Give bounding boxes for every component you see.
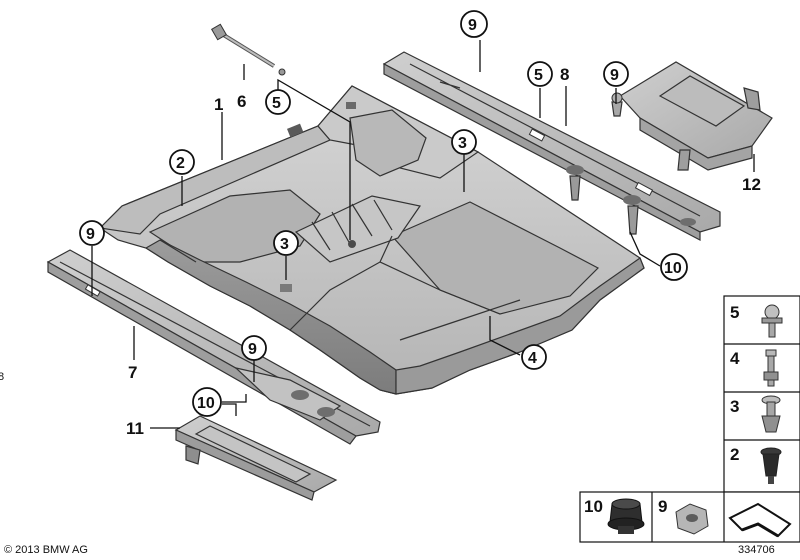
label-10-circled-a: 10 xyxy=(664,260,682,277)
floor-pan-part xyxy=(98,85,645,395)
label-3-circled-b: 3 xyxy=(280,236,289,253)
bracket-part xyxy=(619,61,773,171)
label-8: 8 xyxy=(560,65,569,84)
rear-rail-part xyxy=(382,51,721,241)
legend-label-10: 10 xyxy=(584,497,603,516)
stray-mark: 8 xyxy=(0,371,4,383)
leader-lines xyxy=(91,40,755,429)
label-2-circled: 2 xyxy=(176,155,185,172)
hex-nut-icon xyxy=(675,503,709,535)
label-9-circled-b: 9 xyxy=(610,67,619,84)
fastener-legend: 5 4 3 2 xyxy=(723,295,800,493)
label-12: 12 xyxy=(742,175,761,194)
legend-label-9: 9 xyxy=(658,497,667,516)
label-5-circled-a: 5 xyxy=(272,95,281,112)
label-7: 7 xyxy=(128,363,137,382)
label-1: 1 xyxy=(214,95,223,114)
callouts: 1 6 5 2 3 3 4 9 5 8 9 12 10 9 7 9 10 11 xyxy=(79,10,761,438)
push-clip-icon xyxy=(760,447,782,484)
legend-label-4: 4 xyxy=(730,349,740,368)
legend-label-5: 5 xyxy=(730,303,739,322)
diagram-number: 334706 xyxy=(738,544,775,556)
copyright-text: © 2013 BMW AG xyxy=(4,544,88,556)
label-11: 11 xyxy=(126,419,144,438)
label-9-circled-c: 9 xyxy=(86,226,95,243)
screw-clip-icon xyxy=(761,395,781,433)
kit-arrow-icon xyxy=(728,502,792,538)
front-rail-part xyxy=(46,249,381,445)
label-4-circled: 4 xyxy=(528,350,537,367)
bottom-legend: 10 9 xyxy=(579,491,800,543)
lower-bracket-part xyxy=(174,415,338,501)
label-3-circled-a: 3 xyxy=(458,135,467,152)
label-6: 6 xyxy=(237,92,246,111)
label-9-circled-d: 9 xyxy=(248,341,257,358)
rod-part xyxy=(210,23,286,76)
label-10-circled-b: 10 xyxy=(197,395,215,412)
ball-stud-icon xyxy=(761,304,783,338)
legend-label-2: 2 xyxy=(730,445,739,464)
legend-label-3: 3 xyxy=(730,397,739,416)
grommet-icon xyxy=(607,498,645,534)
label-9-circled-a: 9 xyxy=(468,17,477,34)
label-5-circled-b: 5 xyxy=(534,67,543,84)
bolt-icon xyxy=(763,349,779,387)
